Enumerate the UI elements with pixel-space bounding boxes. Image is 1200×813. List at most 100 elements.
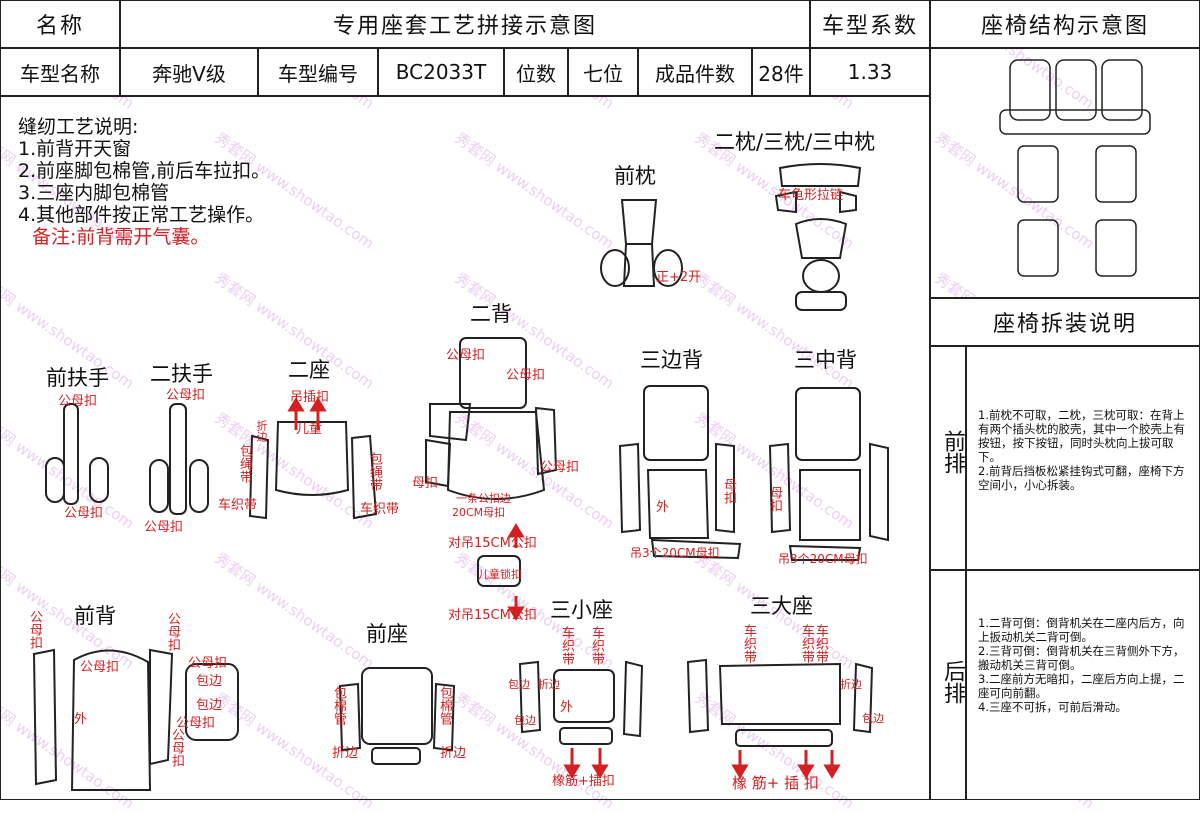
front-row-text: 1.前枕不可取，二枕，三枕可取：在背上有两个插头枕的胶壳，其中一个胶壳上有按钮，… [978, 408, 1185, 492]
pieces-value: 28件 [758, 61, 804, 86]
outside-note-1: 外 [656, 500, 670, 515]
tortoise-zipper-note: 车龟形拉链 [778, 188, 844, 203]
snap-note-12: 公母扣 [176, 716, 216, 731]
third-mid-back-pieces [768, 387, 889, 561]
snap-note-8: 公母扣 [27, 610, 42, 649]
third-side-back-pieces [618, 385, 742, 560]
seat-structure-sketch [999, 59, 1151, 277]
snap-note-1: 公母扣 [58, 394, 98, 409]
coef-value: 1.33 [847, 60, 893, 84]
model-code-value: BC2033T [395, 60, 487, 84]
front-armrest-label: 前扶手 [46, 366, 109, 390]
band-note-4: 包边 [514, 714, 536, 727]
notes-remark: 备注:前背需开气囊。 [32, 226, 210, 248]
second-back-label: 二背 [470, 302, 512, 326]
snap-note-6: 公母扣 [506, 368, 546, 383]
band-note-5: 包边 [862, 712, 884, 725]
rear-row-text: 1.二背可倒：倒背机关在二座内后方，向上扳动机关二背可倒。 2.三背可倒：倒背机… [978, 616, 1185, 714]
front-seat-label: 前座 [366, 622, 408, 646]
model-name-value-cell: 奔驰V级 [120, 48, 258, 96]
name-label-cell: 名称 [0, 0, 120, 48]
front-seat-pieces [338, 667, 456, 765]
name-label: 名称 [35, 14, 84, 39]
model-code-value-cell: BC2033T [378, 48, 504, 96]
notes-item-4: 4.其他部件按正常工艺操作。 [18, 204, 265, 226]
model-coef-label-cell: 车型系数 [810, 0, 930, 48]
rear-row-label: 后排 [940, 660, 965, 704]
model-name-value: 奔驰V级 [152, 61, 226, 86]
snap-note-5: 公母扣 [446, 348, 486, 363]
notes-item-1: 1.前背开天窗 [18, 138, 132, 160]
notes-item-2: 2.前座脚包棉管,前后车拉扣。 [18, 160, 271, 182]
snap-note-3: 公母扣 [166, 388, 206, 403]
ladder-tab-note-2: 车织带 [589, 626, 604, 665]
disassembly-title-cell: 座椅拆装说明 [930, 298, 1200, 346]
second-seat-pieces [248, 421, 378, 520]
child-note: 儿童 [296, 422, 323, 437]
pieces-value-cell: 28件 [752, 48, 810, 96]
car-tape-note-1: 车织带 [218, 498, 258, 513]
third-large-seat-pieces [686, 658, 874, 747]
rear-row-label-cell [930, 570, 966, 800]
second-armrest-pieces [149, 403, 209, 515]
pipe-note-2: 包棉管 [437, 686, 452, 725]
snap-note-10: 公母扣 [165, 612, 180, 651]
front-back-pieces [32, 648, 239, 791]
elastic-band-note-1: 包绳带 [237, 444, 252, 483]
snap-note-9: 公母扣 [80, 660, 120, 675]
coef-value-cell: 1.33 [810, 48, 930, 96]
hang-snap-note: 吊插扣 [290, 390, 330, 405]
elastic-band-note-2: 包绳带 [367, 452, 382, 491]
seats-label: 位数 [516, 61, 556, 86]
front-pillow-label: 前枕 [614, 164, 656, 188]
pieces-label-cell: 成品件数 [638, 48, 752, 96]
hang3-note-1: 吊3个20CM母扣 [630, 546, 720, 560]
fold-note-4: 折边 [538, 678, 560, 691]
second-back-pieces [425, 337, 558, 587]
one-snap-note: 一条公扣边 [456, 492, 511, 505]
band-note-2: 包边 [196, 698, 223, 713]
third-small-seat-pieces [518, 660, 644, 745]
snap-note-13: 公母扣 [169, 728, 184, 767]
second-seat-label: 二座 [288, 358, 330, 382]
ladder-tab-note-5: 车织带 [813, 624, 828, 663]
front-row-text-cell [966, 346, 1200, 570]
seats-value-cell: 七位 [568, 48, 638, 96]
mother-snap-note-1: 母扣 [412, 476, 439, 491]
model-name-label-cell: 车型名称 [0, 48, 120, 96]
fold-note-1: 折边 [255, 420, 268, 442]
snap-note-7: 公母扣 [540, 460, 580, 475]
front-pillow-pieces [600, 199, 683, 287]
hang3-note-2: 吊3个20CM母扣 [778, 552, 868, 566]
pipe-note-1: 包棉管 [331, 686, 346, 725]
fold-note-5: 折边 [840, 678, 862, 691]
third-small-seat-label: 三小座 [550, 598, 613, 622]
front-armrest-pieces [45, 403, 109, 505]
structure-label: 座椅结构示意图 [980, 14, 1149, 39]
title-cell: 专用座套工艺拼接示意图 [120, 0, 810, 48]
car-tape-note-2: 车织带 [360, 502, 400, 517]
third-mid-back-label: 三中背 [794, 348, 857, 372]
pair-hang-note-2: 对吊15CM公扣 [448, 608, 537, 623]
front-back-label: 前背 [74, 604, 116, 628]
twenty-cm-note: 20CM母扣 [452, 506, 506, 519]
front-row-label-cell [930, 346, 966, 570]
seats-value: 七位 [583, 61, 623, 86]
disassembly-title: 座椅拆装说明 [992, 312, 1137, 337]
second-armrest-label: 二扶手 [150, 362, 213, 386]
page-title: 专用座套工艺拼接示意图 [332, 14, 597, 39]
band-note-1: 包边 [196, 674, 223, 689]
outside-note-2: 外 [74, 712, 88, 727]
model-coef-label: 车型系数 [821, 14, 918, 39]
fold-note-3: 折边 [440, 746, 467, 761]
snap-note-4: 公母扣 [144, 520, 184, 535]
mother-snap-note-2: 母扣 [721, 478, 736, 504]
outside-note-3: 外 [560, 700, 574, 715]
snap-note-2: 公母扣 [64, 506, 104, 521]
pieces-label: 成品件数 [655, 61, 735, 86]
notes-title: 缝纫工艺说明: [18, 116, 139, 138]
notes-item-3: 3.三座内脚包棉管 [18, 182, 170, 204]
arrow-marks [287, 397, 841, 779]
fold-note-2: 折边 [332, 746, 359, 761]
ladder-tab-note-4: 车织带 [799, 624, 814, 663]
